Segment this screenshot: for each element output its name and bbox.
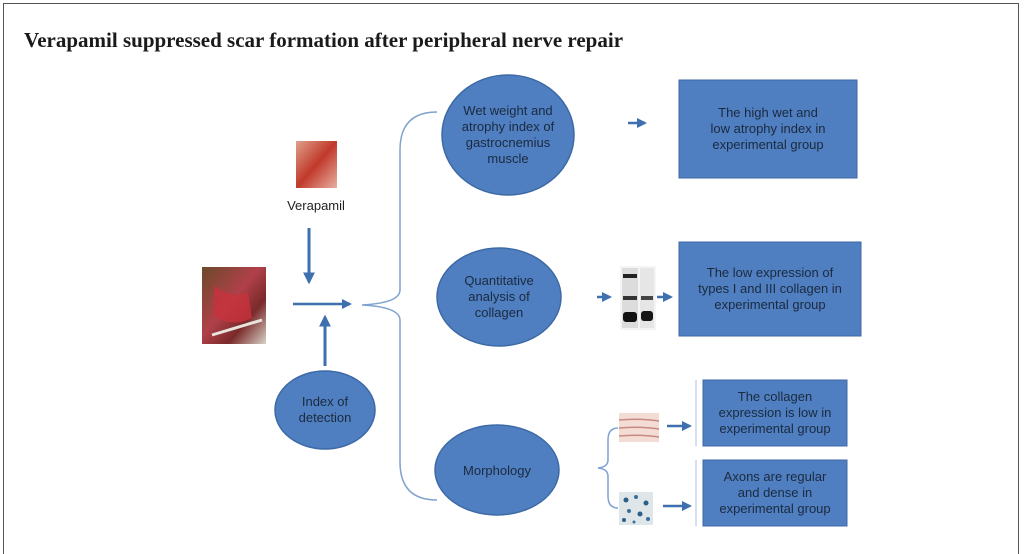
- index-detection-oval: [274, 370, 376, 450]
- verapamil-photo: [296, 141, 337, 188]
- figure-title: Verapamil suppressed scar formation afte…: [24, 28, 624, 52]
- wet-result-text: The high wet and low atrophy index in ex…: [710, 105, 826, 152]
- histology-collagen-image: [618, 413, 660, 442]
- wet-weight-oval: [441, 74, 575, 196]
- collagen-result-text: The low expression of types I and III co…: [698, 265, 842, 312]
- figure-frame: [3, 3, 1019, 554]
- morphology-bracket: [597, 427, 619, 509]
- collagen-expr-box: [702, 379, 848, 447]
- morphology-text: Morphology: [463, 463, 531, 478]
- western-blot-image: [620, 266, 656, 330]
- histology-axons-image: [619, 492, 653, 525]
- index-detection-text: Index of detection: [298, 394, 352, 425]
- quantitative-text: Quantitative analysis of collagen: [464, 273, 534, 320]
- quantitative-oval: [436, 247, 562, 347]
- main-bracket: [361, 111, 438, 501]
- axons-result-text: Axons are regular and dense in experimen…: [719, 469, 831, 516]
- verapamil-label: Verapamil: [287, 198, 345, 213]
- collagen-result-box: [678, 241, 862, 337]
- axons-result-box: [702, 459, 848, 527]
- wet-result-box: [678, 79, 858, 179]
- morphology-oval: [434, 424, 560, 516]
- collagen-expr-text: The collagen expression is low in experi…: [718, 389, 832, 436]
- wet-weight-text: Wet weight and atrophy index of gastrocn…: [461, 103, 555, 166]
